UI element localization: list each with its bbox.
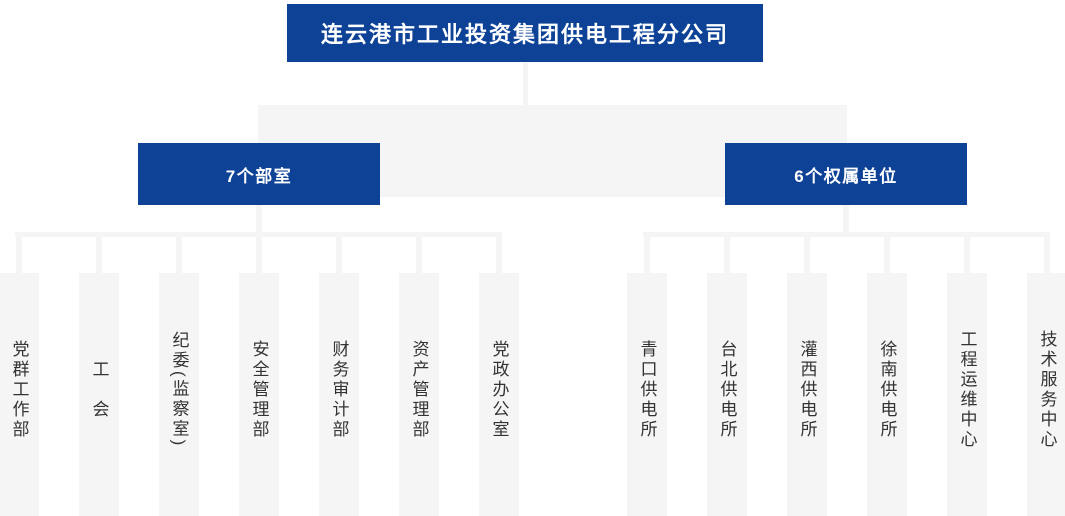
org-group-departments-label: 7个部室 [225, 166, 293, 186]
leaf-label: 安全管理部 [249, 339, 269, 440]
leaf-label: 灌西供电所 [797, 339, 817, 440]
leaf-label: 徐南供电所 [877, 339, 897, 440]
connector-rail-units [643, 232, 1050, 237]
connector-leaf-drop [496, 237, 502, 273]
leaf-label: 资产管理部 [409, 339, 429, 440]
leaf-qingkou-power-station: 青口供电所 [627, 273, 667, 516]
connector-leaf-drop [884, 237, 890, 273]
leaf-engineering-om-center: 工程运维中心 [947, 273, 987, 516]
connector-departments-drop [256, 205, 262, 237]
leaf-label: 工 会 [89, 359, 109, 420]
leaf-label: 财务审计部 [329, 339, 349, 440]
connector-leaf-drop [724, 237, 730, 273]
connector-leaf-drop [96, 237, 102, 273]
org-group-units-label: 6个权属单位 [794, 166, 898, 186]
leaf-safety-mgmt-dept: 安全管理部 [239, 273, 279, 516]
leaf-party-admin-office: 党政办公室 [479, 273, 519, 516]
leaf-label: 台北供电所 [717, 339, 737, 440]
leaf-discipline-committee: 纪委(监察室) [159, 273, 199, 516]
connector-leaf-drop [416, 237, 422, 273]
leaf-party-mass-work-dept: 党群工作部 [0, 273, 39, 516]
leaf-taibei-power-station: 台北供电所 [707, 273, 747, 516]
connector-leaf-drop [804, 237, 810, 273]
connector-leaf-drop [176, 237, 182, 273]
leaf-tech-service-center: 技术服务中心 [1027, 273, 1065, 516]
connector-leaf-drop [964, 237, 970, 273]
leaf-label: 技术服务中心 [1037, 329, 1057, 450]
leaf-xunan-power-station: 徐南供电所 [867, 273, 907, 516]
org-group-units: 6个权属单位 [725, 143, 967, 205]
leaf-label: 党群工作部 [9, 339, 29, 440]
leaf-label: 纪委(监察室) [169, 330, 189, 449]
connector-leaf-drop [1044, 237, 1050, 273]
connector-units-drop [843, 205, 849, 237]
connector-leaf-drop [256, 237, 262, 273]
leaf-labor-union: 工 会 [79, 273, 119, 516]
connector-root-drop [523, 62, 528, 105]
org-root-node: 连云港市工业投资集团供电工程分公司 [287, 4, 763, 62]
leaf-guanxi-power-station: 灌西供电所 [787, 273, 827, 516]
leaf-label: 青口供电所 [637, 339, 657, 440]
org-group-departments: 7个部室 [138, 143, 380, 205]
org-root-label: 连云港市工业投资集团供电工程分公司 [320, 22, 729, 47]
leaf-label: 党政办公室 [489, 339, 509, 440]
leaf-label: 工程运维中心 [957, 329, 977, 450]
leaf-finance-audit-dept: 财务审计部 [319, 273, 359, 516]
connector-leaf-drop [16, 237, 22, 273]
leaf-asset-mgmt-dept: 资产管理部 [399, 273, 439, 516]
connector-leaf-drop [644, 237, 650, 273]
connector-rail-departments [15, 232, 502, 237]
connector-leaf-drop [336, 237, 342, 273]
